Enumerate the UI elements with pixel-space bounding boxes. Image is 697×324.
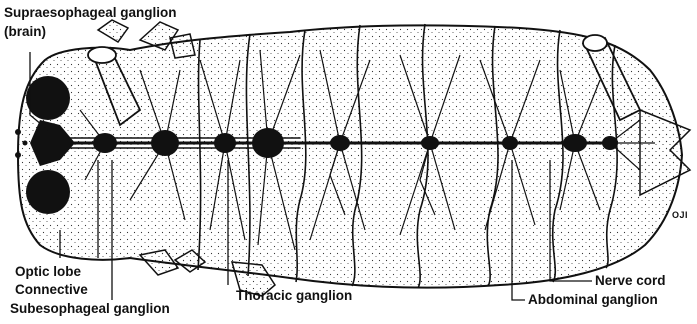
optic-lobe-label: Optic lobe [15,264,81,279]
abdominal-ganglion-4 [563,134,587,152]
abdominal-ganglion-3 [502,136,518,150]
abdominal-ganglion-1 [330,135,350,151]
optic-lobe-upper [26,76,70,120]
thoracic-ganglion-1 [151,130,179,156]
abdominal-ganglion-2 [421,136,439,150]
subesophageal-label: Subesophageal ganglion [10,301,170,316]
subesophageal-ganglion [93,133,117,153]
artist-mark: OJI [672,208,688,223]
optic-lobe-lower [26,170,70,214]
thoracic-label: Thoracic ganglion [236,288,352,303]
supraesophageal-label: Supraesophageal ganglion [4,5,177,20]
nerve-cord-label: Nerve cord [595,273,666,288]
brain-label: (brain) [4,24,46,39]
abdominal-label: Abdominal ganglion [528,292,658,307]
thoracic-ganglion-3 [252,128,284,158]
abdominal-ganglion-5 [602,136,618,150]
connective-label: Connective [15,282,88,297]
thoracic-ganglion-2 [214,133,236,153]
